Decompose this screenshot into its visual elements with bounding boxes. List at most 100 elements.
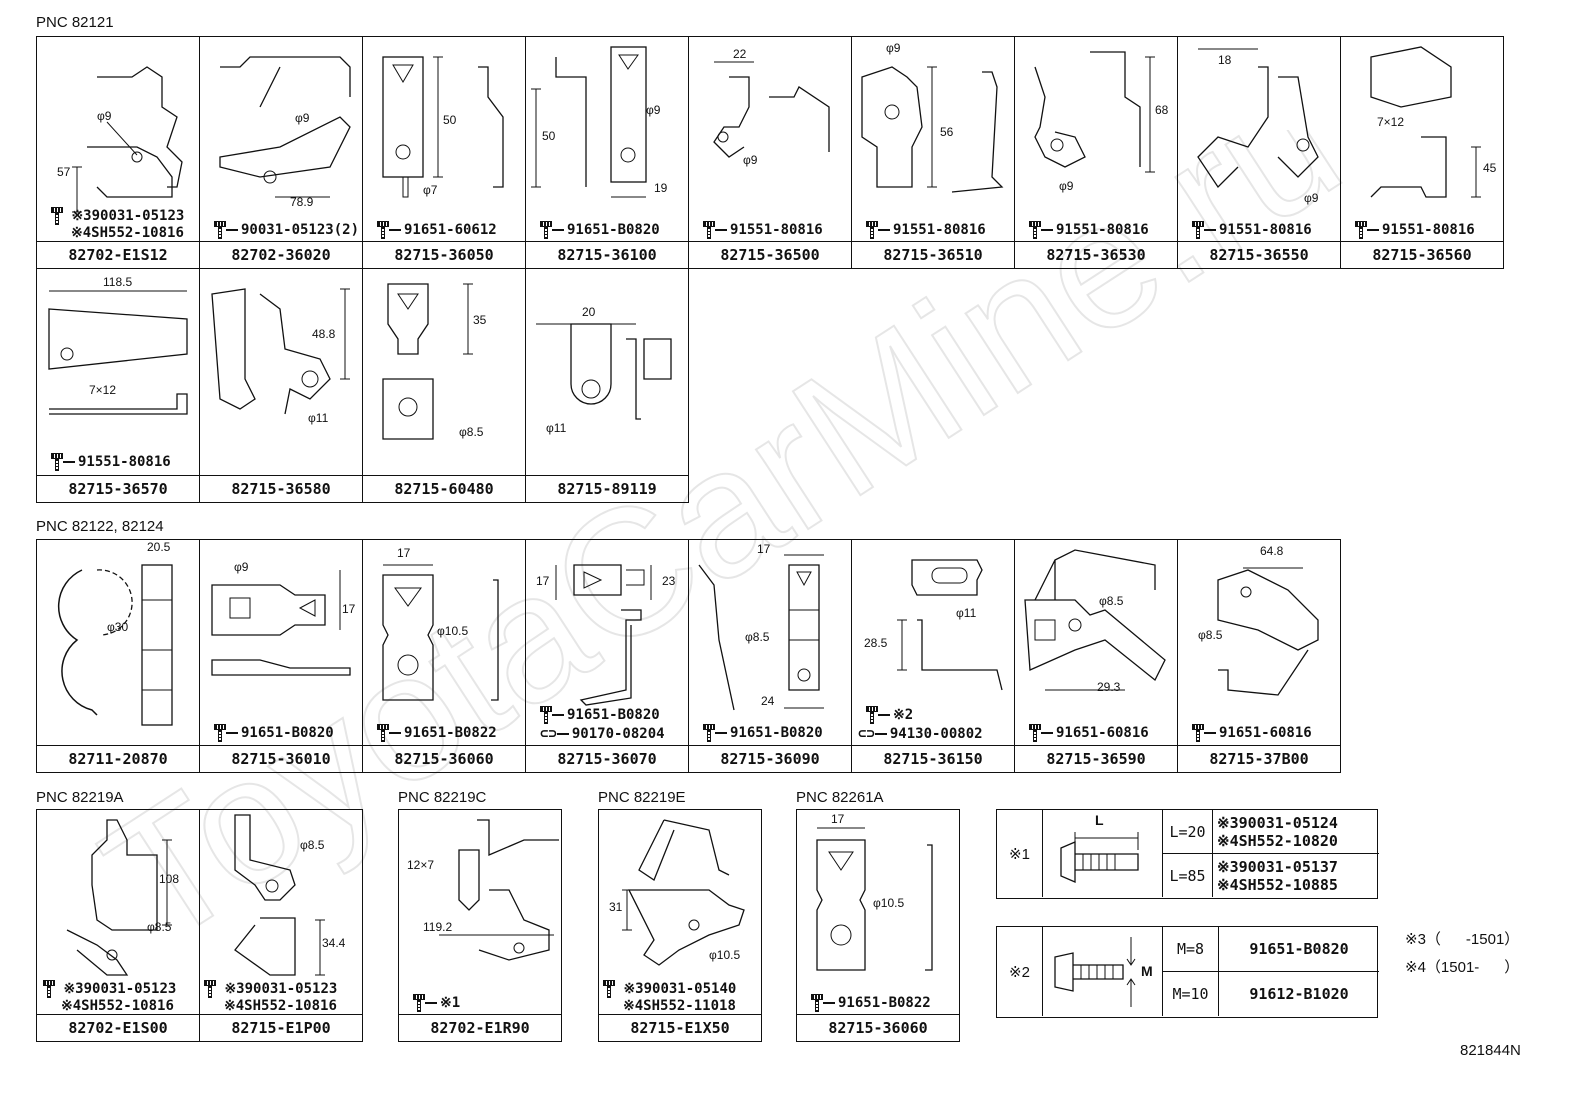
part-cell[interactable]: 64.8 φ8.5 91651-60816 82715-37B00	[1177, 539, 1341, 773]
part-cell[interactable]: φ9 78.9 90031-05123(2) 82702-36020	[199, 36, 363, 269]
bolt-numbers: ※390031-05124※4SH552-10820	[1213, 810, 1379, 854]
part-cell[interactable]: 17 23 91651-B0820 ⊂⊃90170-08204 82715-36…	[525, 539, 689, 773]
bolt-spec: 91651-B0820	[703, 724, 823, 742]
bolt-table-2: ※2 M M=8 91651-B0820 M=10 91612-B1020	[996, 926, 1379, 1018]
length-key: L=20	[1163, 810, 1213, 854]
part-cell[interactable]: 35 φ8.5 82715-60480	[362, 268, 526, 503]
part-cell[interactable]: 20 φ11 82715-89119	[525, 268, 689, 503]
figure-id: 821844N	[1460, 1042, 1521, 1059]
bolt-icon	[866, 706, 878, 724]
part-cell[interactable]: 118.5 7×12 91551-80816 82715-36570	[36, 268, 200, 503]
bracket-drawing	[211, 288, 350, 415]
part-number: 82715-60480	[363, 475, 525, 502]
bolt-icon	[413, 994, 425, 1012]
bracket-drawing	[1217, 567, 1319, 696]
part-number: 82715-36550	[1178, 241, 1340, 268]
bolt-spec: ※4SH552-10816	[71, 225, 184, 241]
part-cell[interactable]: φ9 17 91651-B0820 82715-36010	[199, 539, 363, 773]
part-number: 82702-E1S12	[37, 241, 199, 268]
part-number: 82702-E1R90	[399, 1014, 561, 1041]
bolt-spec: ※4SH552-11018	[623, 998, 736, 1014]
bolt-spec: 91651-60816	[1192, 724, 1312, 742]
part-cell[interactable]: 17 φ10.5 91651-B0822 82715-36060	[796, 809, 960, 1042]
part-cell[interactable]: 48.8 φ11 82715-36580	[199, 268, 363, 503]
bolt-spec: ※390031-05123	[51, 207, 184, 225]
dim-label: 50	[542, 129, 556, 143]
part-cell[interactable]: φ8.5 34.4 ※390031-05123 ※4SH552-10816 82…	[199, 809, 363, 1042]
dim-label: 78.9	[290, 195, 314, 209]
bolt-spec: 91651-60816	[1029, 724, 1149, 742]
bolt-spec: ※390031-05123	[43, 980, 176, 998]
bracket-drawing	[1024, 549, 1166, 691]
length-key: L=85	[1163, 854, 1213, 897]
part-cell[interactable]: 50 φ9 19 91651-B0820 82715-36100	[525, 36, 689, 269]
bracket-drawing	[439, 819, 559, 961]
part-number: 82715-36060	[797, 1014, 959, 1041]
part-cell[interactable]: 50 φ7 91651-60612 82715-36050	[362, 36, 526, 269]
part-cell[interactable]: φ8.5 29.3 91651-60816 82715-36590	[1014, 539, 1178, 773]
dim-label: 7×12	[1377, 115, 1405, 129]
part-cell[interactable]: 18 φ9 91551-80816 82715-36550	[1177, 36, 1341, 269]
dim-label: 50	[443, 113, 457, 127]
dim-label: 29.3	[1097, 680, 1121, 694]
bracket-drawing	[234, 814, 325, 976]
part-cell[interactable]: φ11 28.5 ※2 ⊂⊃94130-00802 82715-36150	[851, 539, 1015, 773]
bracket-drawing	[382, 283, 473, 440]
bolt-spec: 91551-80816	[51, 453, 171, 471]
bracket-drawing	[816, 827, 933, 971]
dim-label: φ8.5	[1198, 628, 1223, 642]
part-number: 82715-36590	[1015, 745, 1177, 772]
part-number: 82715-36150	[852, 745, 1014, 772]
part-cell[interactable]: 17 φ8.5 24 91651-B0820 82715-36090	[688, 539, 852, 773]
dim-label: φ8.5	[745, 630, 770, 644]
bracket-drawing	[861, 66, 1004, 193]
part-cell[interactable]: 22 φ9 91551-80816 82715-36500	[688, 36, 852, 269]
bolt-spec: 91651-60612	[377, 221, 497, 239]
bolt-icon	[214, 724, 226, 742]
bolt-spec: ※4SH552-10816	[61, 998, 174, 1014]
bracket-drawing	[1370, 46, 1481, 198]
part-number: 82702-E1S00	[37, 1014, 199, 1041]
part-cell[interactable]: 31 φ10.5 ※390031-05140 ※4SH552-11018 827…	[598, 809, 762, 1042]
flange-bolt-icon	[1060, 832, 1139, 883]
dim-label: M	[1141, 963, 1153, 979]
bolt-icon	[51, 453, 63, 471]
bolt-icon	[1355, 221, 1367, 239]
bracket-drawing	[1197, 48, 1319, 189]
bracket-drawing	[622, 819, 745, 966]
part-cell[interactable]: φ9 56 91551-80816 82715-36510	[851, 36, 1015, 269]
dim-label: 23	[662, 574, 676, 588]
dim-label: 34.4	[322, 936, 346, 950]
bracket-drawing	[1034, 51, 1155, 173]
part-cell[interactable]: 108 φ8.5 ※390031-05123 ※4SH552-10816 827…	[36, 809, 200, 1042]
dim-label: 22	[733, 47, 747, 61]
part-number: 82715-37B00	[1178, 745, 1340, 772]
part-cell[interactable]: 68 φ9 91551-80816 82715-36530	[1014, 36, 1178, 269]
part-cell[interactable]: 20.5 φ30 82711-20870	[36, 539, 200, 773]
clip-icon: ⊂⊃	[858, 726, 875, 742]
dim-label: 17	[831, 812, 845, 826]
bracket-drawing	[698, 554, 824, 711]
dim-label: 24	[761, 694, 775, 708]
dim-label: φ11	[546, 421, 567, 435]
part-cell[interactable]: φ9 57 ※390031-05123 ※4SH552-10816 82702-…	[36, 36, 200, 269]
dim-label: φ9	[1059, 179, 1074, 193]
dim-label: φ8.5	[459, 425, 484, 439]
bolt-spec: ⊂⊃90170-08204	[540, 726, 665, 742]
bolt-spec: 91551-80816	[703, 221, 823, 239]
dim-label: 17	[757, 542, 771, 556]
bolt-spec: ※4SH552-10816	[224, 998, 337, 1014]
dim-label: 18	[1218, 53, 1232, 67]
bracket-drawing	[219, 56, 351, 198]
clip-icon: ⊂⊃	[540, 726, 557, 742]
flange-bolt-icon	[1054, 937, 1136, 1007]
bolt-spec: ※390031-05140	[603, 980, 736, 998]
dim-label: 20.5	[147, 540, 171, 554]
bolt-spec: 90031-05123(2)	[214, 221, 359, 239]
dim-label: φ9	[1304, 191, 1319, 205]
dim-label: 48.8	[312, 327, 336, 341]
bolt-number: 91651-B0820	[1219, 927, 1379, 972]
part-cell[interactable]: 12×7 119.2 ※1 82702-E1R90	[398, 809, 562, 1042]
part-cell[interactable]: 7×12 45 91551-80816 82715-36560	[1340, 36, 1504, 269]
part-cell[interactable]: 17 φ10.5 91651-B0822 82715-36060	[362, 539, 526, 773]
